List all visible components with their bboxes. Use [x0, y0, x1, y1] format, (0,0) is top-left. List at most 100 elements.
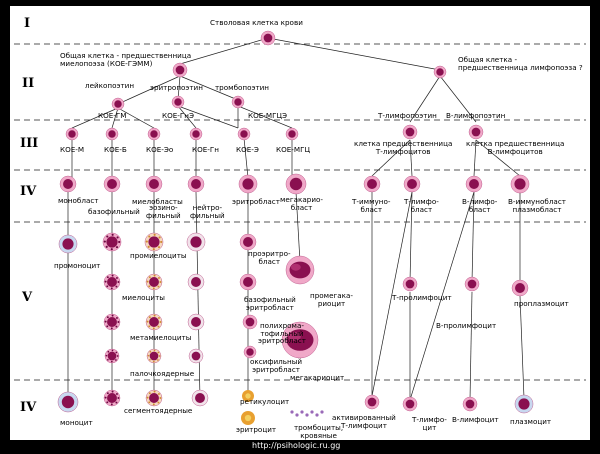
oxyphil-erythroblast-cell [243, 345, 257, 359]
monoblast-cell [59, 175, 77, 193]
lympho-precursor-cell [433, 65, 447, 79]
megakaryoblast-cell [285, 173, 307, 195]
connector-line [371, 139, 411, 177]
platelets-label: тромбоциты, кровяные [294, 423, 344, 440]
neutro-blast-label: нейтро- фильный [190, 203, 225, 220]
erythroblast-cell [238, 174, 258, 194]
myelo-precursor-label: Общая клетка - предшественница миелопоэз… [60, 51, 192, 68]
baso-blast-cell [103, 175, 121, 193]
t-lymphoblast-label: Т-лимфо- бласт [404, 197, 439, 214]
t-prolymphocyte-label: Т-пролимфоцит [392, 293, 452, 302]
neutro-segmented-cell [191, 389, 209, 407]
t-precursor-label: клетка предшественница Т-лимфоцитов [354, 139, 453, 156]
myelo-precursor-cell [172, 62, 188, 78]
cfu-gn-cell [189, 127, 203, 141]
eo-myelocyte-cell [145, 273, 163, 291]
cfu-m-label: КОЕ-М [60, 145, 85, 154]
b-prolymphocyte-cell [464, 276, 480, 292]
cfu-gm-cell [111, 97, 125, 111]
band-cells-label: палочкоядерные [130, 369, 195, 378]
cfu-mgce-cell [231, 95, 245, 109]
proerythroblast-label: проэритро- бласт [248, 249, 291, 266]
platelet-dot [315, 413, 319, 417]
promonocyte-label: промоноцит [54, 261, 101, 270]
monoblast-label: монобласт [58, 196, 99, 205]
eo-segmented-cell [145, 389, 163, 407]
monocyte-cell [57, 391, 79, 413]
myelocytes-label: миелоциты [122, 293, 165, 302]
b-lymphoblast-cell [465, 175, 483, 193]
reticulocyte-cell [242, 390, 254, 402]
stem-cell [260, 30, 276, 46]
baso-promyelocyte-cell [102, 232, 122, 252]
cfu-mgc-cell [285, 127, 299, 141]
eosino-blast-label: эозино- фильный [146, 203, 181, 220]
platelet-dot [290, 410, 294, 414]
t-lymphoblast-cell [403, 175, 421, 193]
monocyte-label: моноцит [60, 418, 93, 427]
connector-line [177, 105, 197, 129]
platelet-dot [320, 410, 324, 414]
baso-blast-label: базофильный [88, 207, 140, 216]
t-immunoblast-cell [363, 175, 381, 193]
row-label-2: II [22, 76, 35, 91]
connector-line [195, 191, 201, 401]
connector-line [117, 75, 181, 105]
connector-line [409, 191, 413, 283]
erythrocyte-label: эритроцит [236, 425, 277, 434]
eo-promyelocyte-cell [144, 232, 164, 252]
t-precursor-cell [402, 124, 418, 140]
proplasmocyte-label: проплазмоцит [514, 299, 569, 308]
connector-line [471, 191, 475, 283]
cfu-gm-label: КОЕ-ГМ [98, 111, 127, 120]
connector-line [295, 191, 301, 263]
row-label-1: I [24, 16, 31, 31]
connector-line [439, 75, 477, 123]
factor-t-lymphopoietin: Т-лимфопоэтин [378, 111, 437, 120]
connector-line [267, 37, 441, 71]
platelet-dot [310, 410, 314, 414]
erythrocyte-cell [241, 411, 255, 425]
factor-thrombopoietin: тромбопоэтин [215, 83, 269, 92]
eo-metamyelocyte-cell [145, 313, 163, 331]
connector-line [71, 107, 119, 129]
neutro-promyelocyte-cell [186, 232, 206, 252]
t-lymphocyte-label: Т-лимфо- цит [412, 415, 447, 432]
connector-line [117, 107, 155, 129]
connector-line [237, 105, 293, 129]
cfu-gie-cell [171, 95, 185, 109]
baso-erythroblast-label: базофильный эритробласт [244, 295, 296, 312]
cfu-mgc-label: КОЕ-МГЦ [276, 145, 311, 154]
megakaryocyte-cell [281, 321, 319, 359]
t-immunoblast-label: Т-иммуно- бласт [352, 197, 391, 214]
baso-segmented-cell [103, 389, 121, 407]
eo-band-cell [146, 348, 162, 364]
connector-line [409, 139, 413, 177]
plasmocyte-cell [514, 394, 534, 414]
neutro-myelocyte-cell [187, 273, 205, 291]
reticulocyte-label: ретикулоцит [240, 397, 290, 406]
connector-line [409, 191, 475, 401]
b-prolymphocyte-label: В-пролимфоцит [436, 321, 497, 330]
stem-cell-label: Стволовая клетка крови [210, 18, 303, 27]
myeloblasts-label: миелобласты [132, 197, 183, 206]
cfu-gn-label: КОЕ-Гн [192, 145, 219, 154]
activated-t-label: активированный Т-лимфоцит [332, 413, 396, 430]
connector-line [111, 107, 119, 129]
source-url[interactable]: http://psihologic.ru.gg [252, 441, 341, 450]
promonocyte-cell [58, 234, 78, 254]
cfu-e-label: КОЕ-Э [236, 145, 259, 154]
b-immunoblast-cell [510, 174, 530, 194]
activated-t-lymphocyte-cell [364, 394, 380, 410]
cfu-gie-label: КОЕ-ГнЭ [162, 111, 194, 120]
baso-metamyelocyte-cell [103, 313, 121, 331]
neutro-metamyelocyte-cell [187, 313, 205, 331]
promegakaryocyte-label: промегака- риоцит [310, 291, 354, 308]
b-precursor-cell [468, 124, 484, 140]
cfu-eo-cell [147, 127, 161, 141]
promegakaryocyte-cell [285, 255, 315, 285]
lympho-precursor-label: Общая клетка - предшественница лимфопоэз… [458, 55, 583, 72]
connector-line [179, 75, 239, 101]
cfu-m-cell [65, 127, 79, 141]
